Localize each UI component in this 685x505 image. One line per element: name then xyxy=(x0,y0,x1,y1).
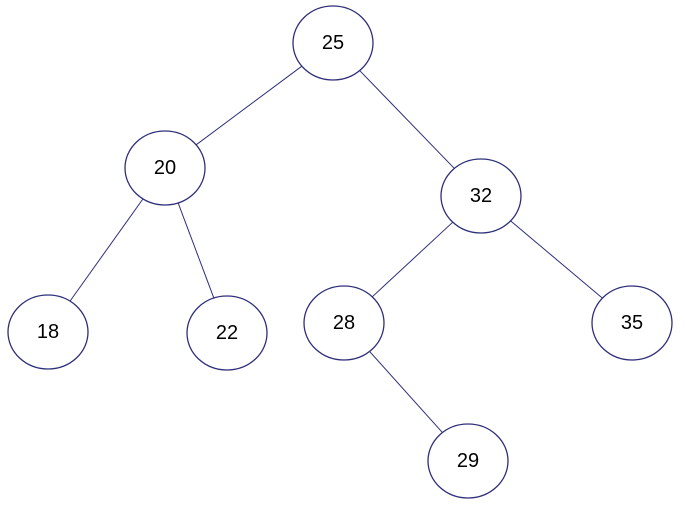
tree-node-20: 20 xyxy=(124,130,206,206)
node-label: 32 xyxy=(470,185,492,207)
node-circle xyxy=(591,285,673,361)
node-label: 28 xyxy=(333,312,355,334)
node-label: 25 xyxy=(322,32,344,54)
node-circle xyxy=(124,130,206,206)
edge-25-20 xyxy=(195,65,303,146)
node-circle xyxy=(186,295,268,371)
edge-25-32 xyxy=(359,70,455,169)
node-label: 29 xyxy=(457,450,479,472)
tree-node-29: 29 xyxy=(427,423,509,499)
node-circle xyxy=(440,158,522,234)
node-label: 35 xyxy=(621,312,643,334)
edge-20-22 xyxy=(177,202,215,299)
nodes-layer: 25 20 32 18 22 28 35 29 xyxy=(7,5,673,499)
edges-layer xyxy=(69,65,603,433)
tree-node-22: 22 xyxy=(186,295,268,371)
node-circle xyxy=(7,294,89,370)
node-circle xyxy=(427,423,509,499)
tree-node-32: 32 xyxy=(440,158,522,234)
edge-28-29 xyxy=(369,351,443,433)
edge-20-18 xyxy=(69,198,144,302)
tree-node-35: 35 xyxy=(591,285,673,361)
tree-node-18: 18 xyxy=(7,294,89,370)
node-label: 20 xyxy=(154,157,176,179)
node-circle xyxy=(303,285,385,361)
tree-node-28: 28 xyxy=(303,285,385,361)
edge-32-35 xyxy=(510,220,603,299)
node-circle xyxy=(292,5,374,81)
edge-32-28 xyxy=(371,221,454,298)
node-label: 22 xyxy=(216,322,238,344)
node-label: 18 xyxy=(37,321,59,343)
tree-node-25: 25 xyxy=(292,5,374,81)
